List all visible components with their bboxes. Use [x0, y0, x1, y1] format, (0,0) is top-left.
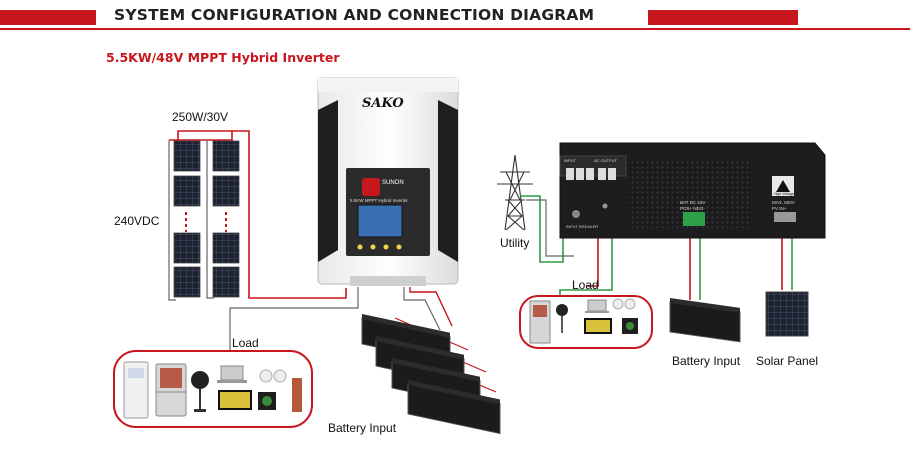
title-accent-bar-left [0, 10, 96, 25]
panel-rating-label: 250W/30V [172, 110, 229, 124]
tv-icon [584, 318, 612, 334]
air-conditioner-icon [123, 361, 149, 419]
washing-machine-icon [622, 318, 638, 334]
bulb-icon [259, 369, 287, 383]
right-load-label: Load [572, 278, 599, 292]
refrigerator-icon [155, 363, 187, 417]
battery-icon [361, 314, 501, 435]
left-load-label: Load [232, 336, 259, 350]
water-heater-icon [292, 378, 302, 412]
inverter-logo-text: SUNON [382, 180, 404, 186]
fan-icon [556, 304, 568, 333]
title-accent-bar-right [648, 10, 798, 25]
rear-bat-label-1: BAT DC 24V [680, 200, 706, 205]
solar-panel-icon [173, 140, 201, 298]
tv-icon [218, 390, 252, 410]
left-battery-label: Battery Input [328, 421, 397, 435]
right-load-appliances [529, 298, 638, 344]
laptop-icon [217, 365, 247, 383]
solar-panel-label: Solar Panel [756, 354, 819, 368]
rear-warning-label: High Voltage [774, 192, 794, 196]
rear-ac-input-label: INPUT [564, 158, 576, 163]
transmission-tower-icon [497, 154, 533, 231]
rear-input-breaker-label: INPUT BREAKER [566, 224, 599, 229]
inverter-brand: SAKO [362, 96, 404, 111]
page-title: SYSTEM CONFIGURATION AND CONNECTION DIAG… [108, 6, 601, 24]
rear-bat-label-2: POS+ NEG- [680, 206, 705, 211]
string-voltage-label: 240VDC [114, 214, 160, 228]
fan-icon [191, 371, 209, 412]
utility-label: Utility [500, 236, 530, 250]
solar-array [168, 130, 347, 301]
rear-pv-label-1: MAX. 500V [772, 200, 795, 205]
rear-ac-output-label: AC OUTPUT [594, 158, 618, 163]
inverter-subtitle: 5.5KW/48V MPPT Hybrid Inverter [106, 50, 340, 65]
inverter-rear-panel [559, 142, 826, 239]
title-underline [0, 28, 910, 30]
solar-panel-icon [212, 140, 240, 298]
bulb-icon [612, 298, 636, 310]
inverter-unit [317, 77, 459, 286]
refrigerator-icon [529, 300, 551, 344]
inverter-model-strip: 5.5KW MPPT Hybrid Inverter [350, 198, 408, 203]
solar-panel-icon [765, 291, 809, 337]
rear-pv-label-2: PV IN+ [772, 206, 787, 211]
right-battery-label: Battery Input [672, 354, 741, 368]
battery-icon [669, 298, 741, 343]
left-load-appliances [123, 361, 302, 419]
washing-machine-icon [258, 392, 276, 410]
laptop-icon [585, 299, 609, 313]
